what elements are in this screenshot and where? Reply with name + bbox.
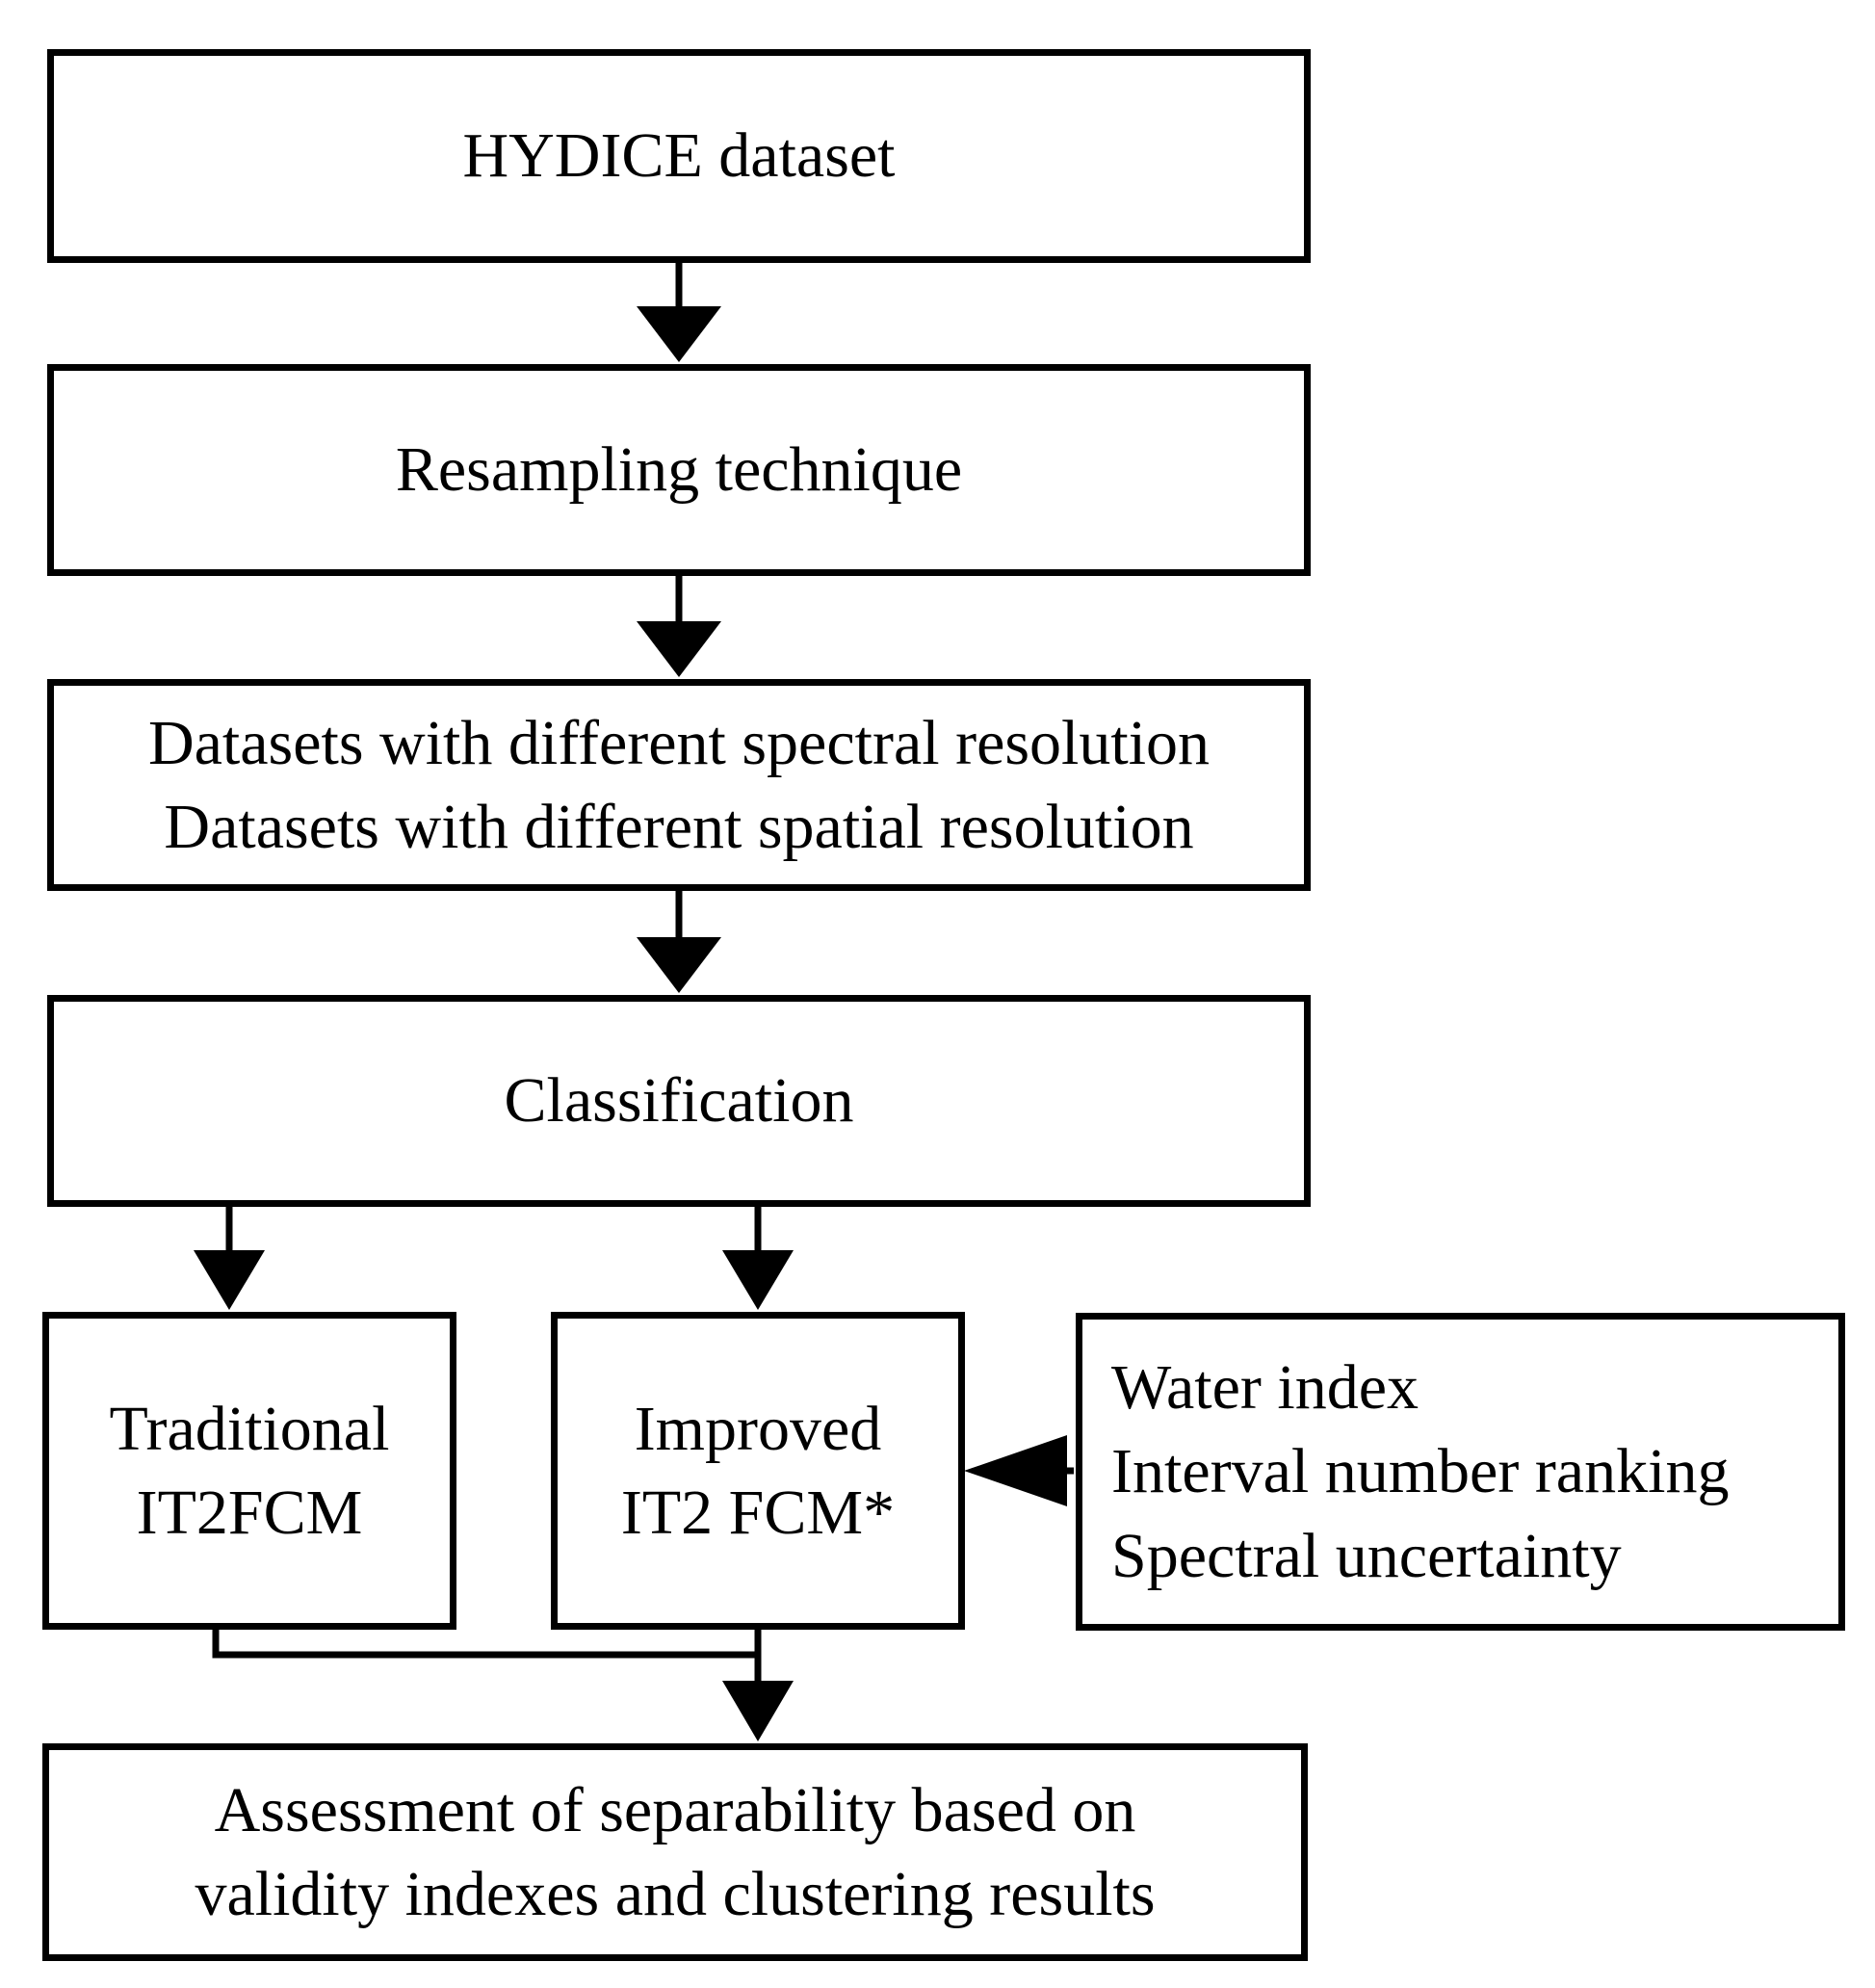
node-resampling: Resampling technique bbox=[47, 364, 1311, 576]
node-hydice-line-1: HYDICE dataset bbox=[462, 120, 896, 192]
arrowhead-traditional bbox=[194, 1250, 265, 1310]
node-factors: Water index Interval number ranking Spec… bbox=[1076, 1313, 1845, 1631]
node-datasets-line-1: Datasets with different spectral resolut… bbox=[147, 707, 1211, 778]
node-factors-line-2: Interval number ranking bbox=[1111, 1436, 1730, 1507]
node-improved-line-1: Improved bbox=[634, 1393, 882, 1464]
arrowhead-improved bbox=[722, 1250, 794, 1310]
node-improved-line-2: IT2 FCM* bbox=[620, 1478, 896, 1548]
node-traditional-line-1: Traditional bbox=[109, 1393, 390, 1464]
node-factors-line-3: Spectral uncertainty bbox=[1111, 1520, 1622, 1591]
arrowhead-assessment bbox=[722, 1681, 794, 1741]
node-traditional-line-2: IT2FCM bbox=[136, 1478, 363, 1548]
node-traditional: Traditional IT2FCM bbox=[42, 1312, 456, 1630]
node-factors-line-1: Water index bbox=[1111, 1352, 1419, 1424]
node-datasets-line-2: Datasets with different spatial resoluti… bbox=[164, 792, 1194, 862]
node-classification-line-1: Classification bbox=[504, 1065, 854, 1137]
arrowhead-datasets bbox=[637, 621, 721, 677]
node-hydice: HYDICE dataset bbox=[47, 49, 1311, 263]
arrowhead-resampling bbox=[637, 306, 721, 362]
node-datasets: Datasets with different spectral resolut… bbox=[47, 679, 1311, 891]
edge-traditional-assessment bbox=[212, 1626, 758, 1659]
node-assessment-line-2: validity indexes and clustering results bbox=[195, 1859, 1156, 1929]
node-improved: Improved IT2 FCM* bbox=[551, 1312, 965, 1630]
node-classification: Classification bbox=[47, 995, 1311, 1207]
node-resampling-line-1: Resampling technique bbox=[395, 434, 963, 506]
node-assessment-line-1: Assessment of separability based on bbox=[214, 1774, 1136, 1845]
arrowhead-classification bbox=[637, 937, 721, 993]
arrowhead-factors-improved bbox=[964, 1435, 1067, 1506]
node-assessment: Assessment of separability based on vali… bbox=[42, 1743, 1308, 1961]
